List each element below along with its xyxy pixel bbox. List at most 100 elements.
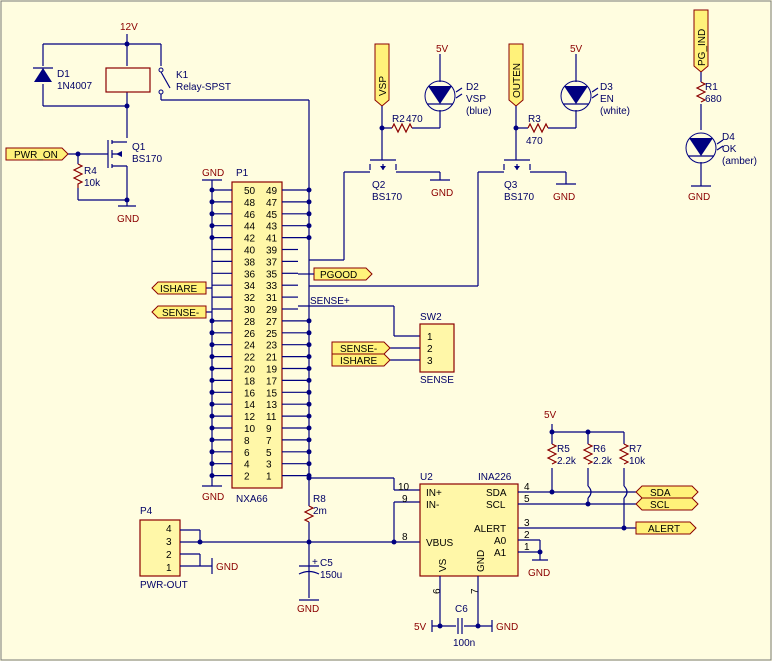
port-scl-label: SCL (650, 500, 670, 511)
p1-pin-left: 6 (244, 448, 250, 459)
p1-left-junction (209, 330, 215, 336)
port-sense-minus-sw-label: SENSE- (340, 344, 377, 355)
u2-inplus: IN+ (426, 488, 442, 499)
p1-right-junction (306, 318, 312, 324)
q2-gnd-label: GND (431, 188, 453, 199)
d4-label1: OK (722, 144, 737, 155)
u2-pin10: 10 (398, 482, 410, 493)
port-pg-ind (693, 9, 709, 73)
p1-pin-right: 15 (266, 388, 278, 399)
d3-ref: D3 (600, 82, 613, 93)
c6-ref: C6 (455, 604, 468, 615)
q2-ref: Q2 (372, 180, 386, 191)
relay-section: 12V D1 1N4007 K1 Relay-SPST Q1 BS170 (5, 22, 310, 498)
u2-pin9: 9 (402, 494, 408, 505)
p4-body (139, 519, 181, 577)
q1-gnd-label: GND (117, 214, 139, 225)
p1-pin-left: 46 (244, 210, 256, 221)
p1-left-junction (209, 211, 215, 217)
p1-pin-left: 42 (244, 234, 256, 245)
c5-plus: + (312, 557, 318, 568)
p4-ref: P4 (140, 506, 153, 517)
p1-pin-right: 31 (266, 293, 278, 304)
p1-right-junction (306, 199, 312, 205)
sw2-value: SENSE (420, 375, 454, 386)
p1-right-junction (306, 461, 312, 467)
p1-value: NXA66 (236, 494, 268, 505)
pullups-section: 5V R5 2.2k R6 2.2k R7 10k SDA SCL ALERT (544, 410, 699, 535)
p1-pin-left: 38 (244, 257, 256, 268)
r5-5v-label: 5V (544, 410, 557, 421)
sw2-ref: SW2 (420, 312, 442, 323)
p1-right-junction (306, 235, 312, 241)
p1-pin-left: 28 (244, 317, 256, 328)
p1-pin-right: 13 (266, 400, 278, 411)
p1-right-junction (306, 330, 312, 336)
p1-right-junction (306, 366, 312, 371)
p1-pin-right: 9 (266, 424, 272, 435)
p1-pin-left: 36 (244, 269, 256, 280)
p1-pin-left: 50 (244, 186, 256, 197)
p1-pin-right: 41 (266, 234, 278, 245)
p1-pin-left: 48 (244, 198, 256, 209)
p1-right-junction (306, 342, 312, 348)
port-sense-minus-left-label: SENSE- (162, 308, 199, 319)
u2-sda: SDA (486, 488, 507, 499)
port-ishare-sw (331, 353, 391, 367)
u2-pin3: 3 (524, 518, 530, 529)
p1-left-junction (209, 473, 215, 479)
u2-pin8: 8 (402, 532, 408, 543)
port-alert-label: ALERT (648, 524, 680, 535)
p1-pin-right: 11 (266, 412, 277, 423)
resistor-r8 (303, 505, 315, 523)
p1-right-junction (306, 187, 312, 193)
p1-pin-left: 8 (244, 436, 250, 447)
q2-value: BS170 (372, 192, 402, 203)
c5-ref: C5 (320, 558, 333, 569)
p1-pin-right: 5 (266, 448, 272, 459)
p1-left-junction (209, 187, 215, 193)
p1-left-junction (209, 461, 215, 467)
led-d3 (560, 80, 599, 112)
mosfet-q1 (68, 140, 128, 206)
sw2-pin3: 3 (427, 356, 433, 367)
p1-pin-left: 16 (244, 388, 256, 399)
port-outen-label: OUTEN (512, 63, 523, 98)
p1-pin-right: 37 (266, 257, 278, 268)
u2-a0: A0 (494, 536, 507, 547)
sw2-pin2: 2 (427, 344, 433, 355)
p1-left-junction (209, 449, 215, 455)
resistor-r2 (391, 122, 413, 134)
q1-ref: Q1 (132, 142, 146, 153)
diode-d1 (33, 67, 53, 82)
r6-value: 2.2k (593, 456, 613, 467)
q3-value: BS170 (504, 192, 534, 203)
p1-left-junction (209, 377, 215, 383)
r8-ref: R8 (313, 494, 326, 505)
p1-pin-right: 17 (266, 376, 278, 387)
u2-scl: SCL (486, 500, 506, 511)
p1-pin-right: 43 (266, 222, 278, 233)
d2-5v-label: 5V (436, 44, 449, 55)
d3-label1: EN (600, 94, 614, 105)
p1-body (231, 181, 283, 489)
u2-inminus: IN- (426, 500, 439, 511)
p1-right-junction (306, 437, 312, 443)
power-output-section: R8 2m + C5 150u GND P4 4 3 2 1 PWR-OUT G… (139, 475, 420, 615)
p1-left-junction (209, 199, 215, 205)
p1-pin-left: 20 (244, 365, 256, 376)
u2-gnd: GND (476, 550, 487, 572)
ic-u2-ina226: U2 INA226 IN+ IN- VBUS SDA SCL ALERT A0 … (398, 472, 636, 649)
d2-label2: (blue) (466, 106, 492, 117)
r6-ref: R6 (593, 444, 606, 455)
port-outen (508, 43, 524, 107)
p1-right-junction (306, 354, 312, 360)
k1-value: Relay-SPST (176, 82, 231, 93)
relay-coil (105, 67, 151, 93)
p1-pin-left: 40 (244, 246, 256, 257)
r7-ref: R7 (629, 444, 642, 455)
d3-5v-label: 5V (570, 44, 583, 55)
u2-a1-gnd-label: GND (528, 568, 550, 579)
p1-pin-right: 1 (266, 472, 272, 483)
p1-left-junction (209, 366, 215, 371)
